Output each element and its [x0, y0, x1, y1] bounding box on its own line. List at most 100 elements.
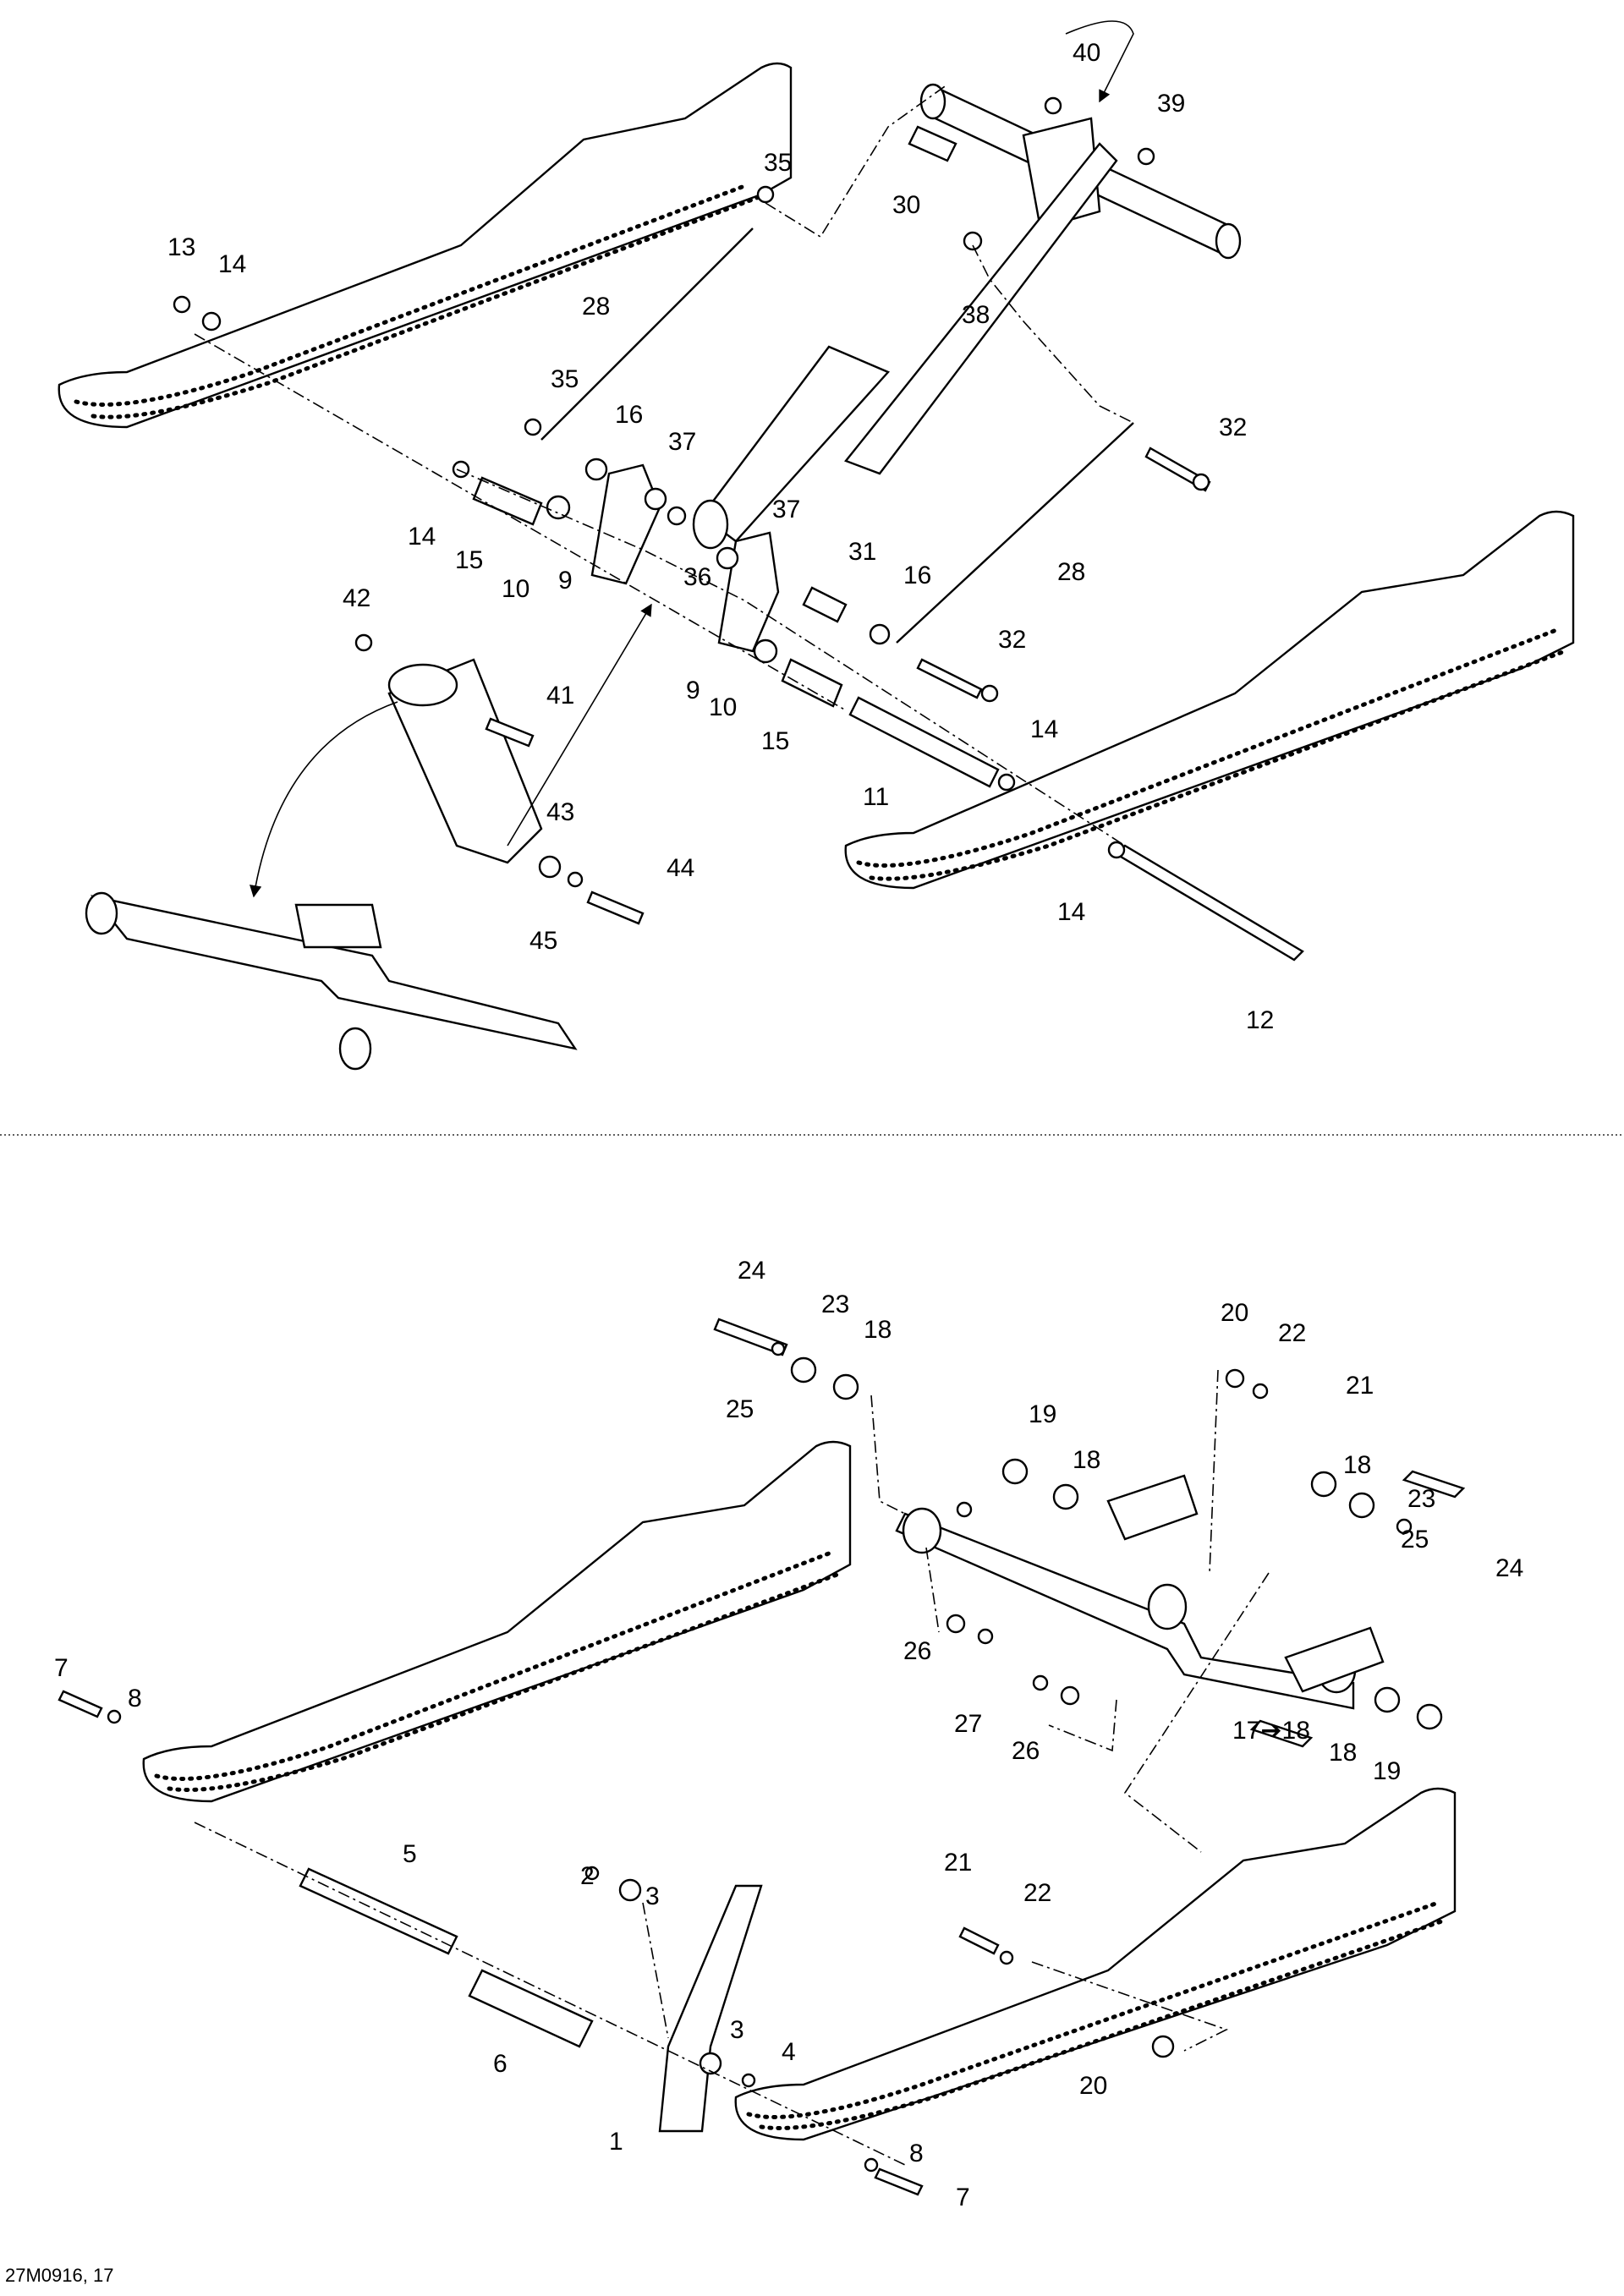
callout-label: 25 — [1401, 1526, 1429, 1553]
bolt-7-left — [58, 1690, 103, 1718]
callout-label: 26 — [1012, 1737, 1040, 1765]
callout-label: 28 — [582, 293, 610, 321]
callout-label: 3 — [730, 2016, 744, 2044]
callout-label: 25 — [726, 1395, 754, 1423]
front-arm-lower — [895, 1474, 1385, 1710]
right-rail-upper — [844, 510, 1575, 890]
callout-label: 20 — [1079, 2072, 1107, 2100]
callout-label: 14 — [1030, 715, 1058, 743]
axis-line-lower-8 — [642, 1902, 669, 2039]
callout-label: 7 — [956, 2184, 970, 2211]
callout-label: 14 — [218, 250, 246, 278]
lower-assembly — [58, 1318, 1466, 2196]
callout-label: 27 — [954, 1710, 982, 1738]
callouts-lower: 24 23 18 20 22 21 25 19 18 18 23 25 24 2… — [54, 1257, 1523, 2211]
callout-label: 41 — [546, 682, 574, 710]
upper-assembly — [58, 20, 1575, 1071]
callout-label: 38 — [962, 301, 990, 329]
callout-label: 19 — [1029, 1400, 1056, 1428]
axis-line-lower-6 — [925, 1547, 940, 1633]
spacer-15-left — [472, 476, 543, 526]
shock-absorber-upper — [692, 142, 1118, 550]
callout-label: 32 — [1219, 414, 1247, 441]
callout-label: 36 — [683, 563, 711, 591]
bushing-30 — [908, 125, 957, 162]
rocker-arm-9-left — [590, 463, 661, 585]
axis-line-lower-7 — [1031, 1961, 1229, 2052]
upper-hardware — [173, 96, 1210, 888]
callout-label: 9 — [686, 677, 700, 704]
axis-line-upper-3 — [765, 84, 948, 238]
callout-label: 24 — [738, 1257, 765, 1285]
callout-label: 1 — [609, 2128, 623, 2156]
left-rail-upper — [58, 62, 793, 429]
callout-label: 32 — [998, 626, 1026, 654]
axis-line-lower-2 — [870, 1395, 906, 1515]
callout-label: 14 — [408, 523, 436, 551]
callout-label: 35 — [764, 149, 792, 177]
callout-label: 23 — [1407, 1485, 1435, 1513]
bolt-7-bottom — [874, 2167, 924, 2196]
axis-line-upper-1 — [194, 333, 847, 711]
bolt-21-bottom — [958, 1926, 1000, 1955]
arrow-shock-up — [507, 603, 652, 847]
callout-label: 19 — [1373, 1757, 1401, 1785]
callout-label: 14 — [1057, 898, 1085, 926]
callout-label: 45 — [529, 927, 557, 955]
callout-label: 42 — [343, 584, 370, 612]
axis-line-lower-1 — [194, 1822, 906, 2166]
callout-label: 7 — [54, 1654, 69, 1682]
bolt-12 — [1115, 844, 1304, 962]
callout-label: 43 — [546, 798, 574, 826]
callout-label: 15 — [455, 546, 483, 574]
axis-line-lower-3 — [1209, 1369, 1219, 1574]
callout-label: 44 — [667, 854, 694, 882]
callout-label: 28 — [1057, 558, 1085, 586]
callout-label: 24 — [1495, 1554, 1523, 1582]
callout-label: 12 — [1246, 1006, 1274, 1034]
callout-label: 21 — [1346, 1372, 1374, 1400]
figure-reference: 27M0916, 17 — [5, 2265, 114, 2286]
callout-label: 31 — [848, 538, 876, 566]
spacer-31 — [802, 586, 848, 623]
lower-hardware — [107, 1341, 1443, 2173]
bracket-1 — [658, 1884, 763, 2133]
callout-label: 8 — [128, 1685, 142, 1712]
front-shock — [387, 658, 543, 864]
callout-label: 22 — [1023, 1879, 1051, 1907]
right-rail-lower — [734, 1787, 1457, 2141]
callout-label: 20 — [1221, 1299, 1248, 1327]
callout-label: 11 — [863, 783, 889, 811]
axis-line-lower-5 — [1123, 1572, 1270, 1853]
bolt-24-right — [1402, 1470, 1466, 1499]
callout-label: 3 — [645, 1882, 660, 1910]
arrow-shock-to-arm — [250, 701, 398, 898]
callout-label: 2 — [580, 1862, 595, 1890]
bolt-41 — [485, 717, 535, 748]
left-rail-lower — [142, 1440, 852, 1803]
callout-label: 5 — [403, 1840, 417, 1868]
bolt-32-bottom — [916, 658, 983, 699]
callout-label: 39 — [1157, 90, 1185, 118]
callout-label: 17➔18 — [1232, 1717, 1310, 1745]
shaft-11 — [848, 696, 1000, 788]
callout-label: 16 — [903, 562, 931, 589]
callout-label: 6 — [493, 2050, 508, 2078]
callout-label: 21 — [944, 1849, 972, 1877]
bolt-44 — [586, 890, 645, 925]
callout-label: 18 — [1073, 1446, 1100, 1474]
spacer-15-right — [781, 658, 843, 708]
callouts-upper: 40 39 35 30 13 14 38 28 35 16 37 32 14 1… — [167, 39, 1274, 1034]
callout-label: 10 — [709, 693, 737, 721]
shaft-5 — [299, 1867, 458, 1955]
callout-label: 9 — [558, 567, 573, 595]
callout-label: 30 — [892, 191, 920, 219]
callout-label: 18 — [864, 1316, 892, 1344]
callout-label: 23 — [821, 1290, 849, 1318]
bolt-24-top — [713, 1318, 788, 1356]
axis-line-upper-4 — [972, 244, 1134, 424]
spacer-6 — [468, 1969, 594, 2048]
callout-label: 13 — [167, 233, 195, 261]
link-28-right — [896, 422, 1134, 644]
